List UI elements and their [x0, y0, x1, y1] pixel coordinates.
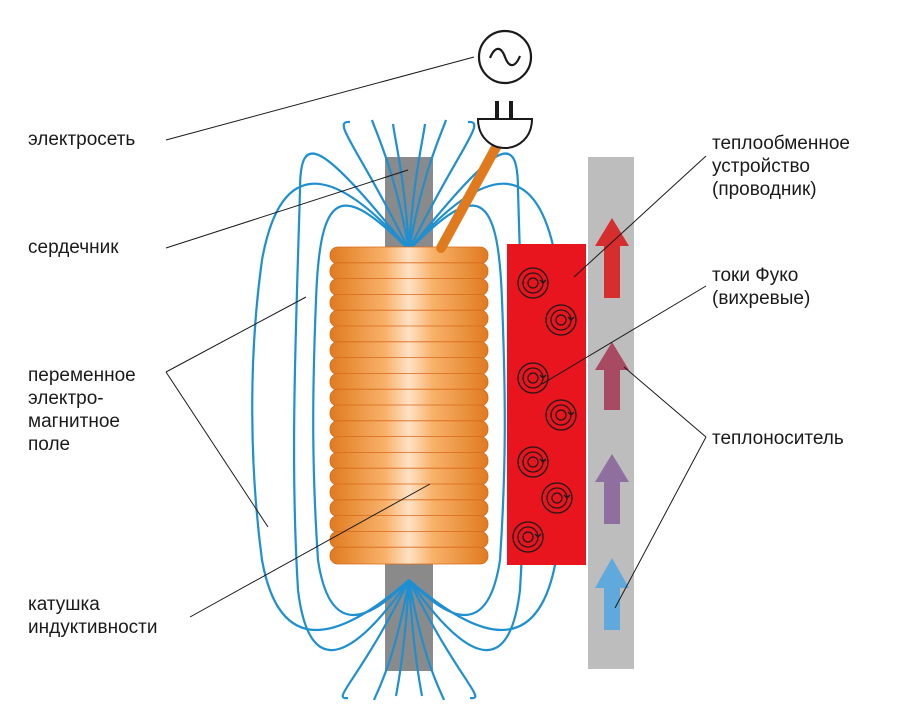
label-em-field-line: электро- [28, 388, 104, 409]
flow-arrow-4 [595, 558, 629, 630]
label-coil: катушка индуктивности [28, 593, 158, 639]
magnetic-field-lines [251, 119, 567, 701]
eddy-current-icon [517, 362, 549, 394]
coil-turn [329, 515, 489, 533]
flow-arrow-3 [595, 454, 629, 524]
leader-coil [189, 483, 431, 618]
coil-turn [329, 546, 489, 565]
label-heat-exchanger-line: теплообменное [712, 133, 850, 154]
label-heat-exchanger-line: устройство [712, 156, 810, 177]
leader-lines [165, 56, 707, 618]
coil-turn [329, 404, 489, 423]
coil-turn [329, 293, 489, 312]
eddy-current-icon [545, 304, 577, 336]
leader-coolant-2 [614, 436, 707, 609]
label-foucault: токи Фуко (вихревые) [712, 264, 810, 310]
coil-turn [329, 420, 489, 438]
label-power-grid: электросеть [28, 128, 135, 151]
leader-heat-exchanger [573, 155, 707, 278]
label-em-field-line: магнитное [28, 411, 120, 432]
label-core-text: сердечник [28, 237, 119, 258]
plug-icon [476, 101, 534, 150]
coil-turn [329, 372, 489, 391]
coil-turn [329, 436, 489, 454]
flow-arrow-icon [595, 342, 629, 410]
label-em-field: переменное электро- магнитное поле [28, 364, 136, 456]
inductor-coil [329, 246, 489, 565]
leader-em-field-2 [165, 371, 269, 528]
coil-turn [329, 325, 489, 344]
label-foucault-line: токи Фуко [712, 265, 799, 286]
coil-turn [329, 499, 489, 517]
eddy-current-icon [517, 267, 549, 299]
coil-turn [329, 483, 489, 502]
coil-turn [329, 451, 489, 470]
label-foucault-line: (вихревые) [712, 288, 811, 309]
label-heat-exchanger-line: (проводник) [712, 179, 817, 200]
coil-turn [329, 388, 489, 407]
eddy-current-icon [545, 399, 577, 431]
eddy-current-icon [541, 482, 573, 514]
label-coil-line: индуктивности [28, 617, 158, 638]
leader-coolant-1 [623, 366, 707, 438]
label-coolant-text: теплоноситель [712, 428, 844, 449]
coil-turn [329, 467, 489, 486]
coil-turn [329, 357, 489, 375]
flow-arrow-icon [595, 454, 629, 524]
label-heat-exchanger: теплообменное устройство (проводник) [712, 132, 850, 201]
coil-turn [329, 278, 489, 296]
leader-core [165, 169, 409, 249]
coil-turn [329, 246, 489, 265]
ac-source-icon [477, 29, 533, 85]
label-coil-line: катушка [28, 594, 100, 615]
power-cable [436, 135, 505, 253]
eddy-current-icon [512, 521, 544, 553]
eddy-current-icon [517, 446, 549, 478]
label-power-grid-text: электросеть [28, 129, 136, 150]
label-em-field-line: переменное [28, 365, 136, 386]
label-coolant: теплоноситель [712, 427, 844, 450]
eddy-currents [512, 267, 577, 553]
label-core: сердечник [28, 236, 119, 259]
heat-exchanger [507, 244, 586, 565]
label-em-field-line: поле [28, 434, 71, 455]
coil-turn [329, 309, 489, 328]
leader-foucault [541, 285, 707, 385]
flow-arrow-1 [595, 218, 629, 298]
coil-turn [329, 262, 489, 280]
flow-arrow-icon [595, 218, 629, 298]
flow-arrow-icon [595, 558, 629, 630]
leader-em-field-1 [165, 296, 307, 373]
coil-turn [329, 531, 489, 549]
leader-power-grid [165, 56, 475, 141]
coil-turn [329, 341, 489, 359]
flow-arrow-2 [595, 342, 629, 410]
